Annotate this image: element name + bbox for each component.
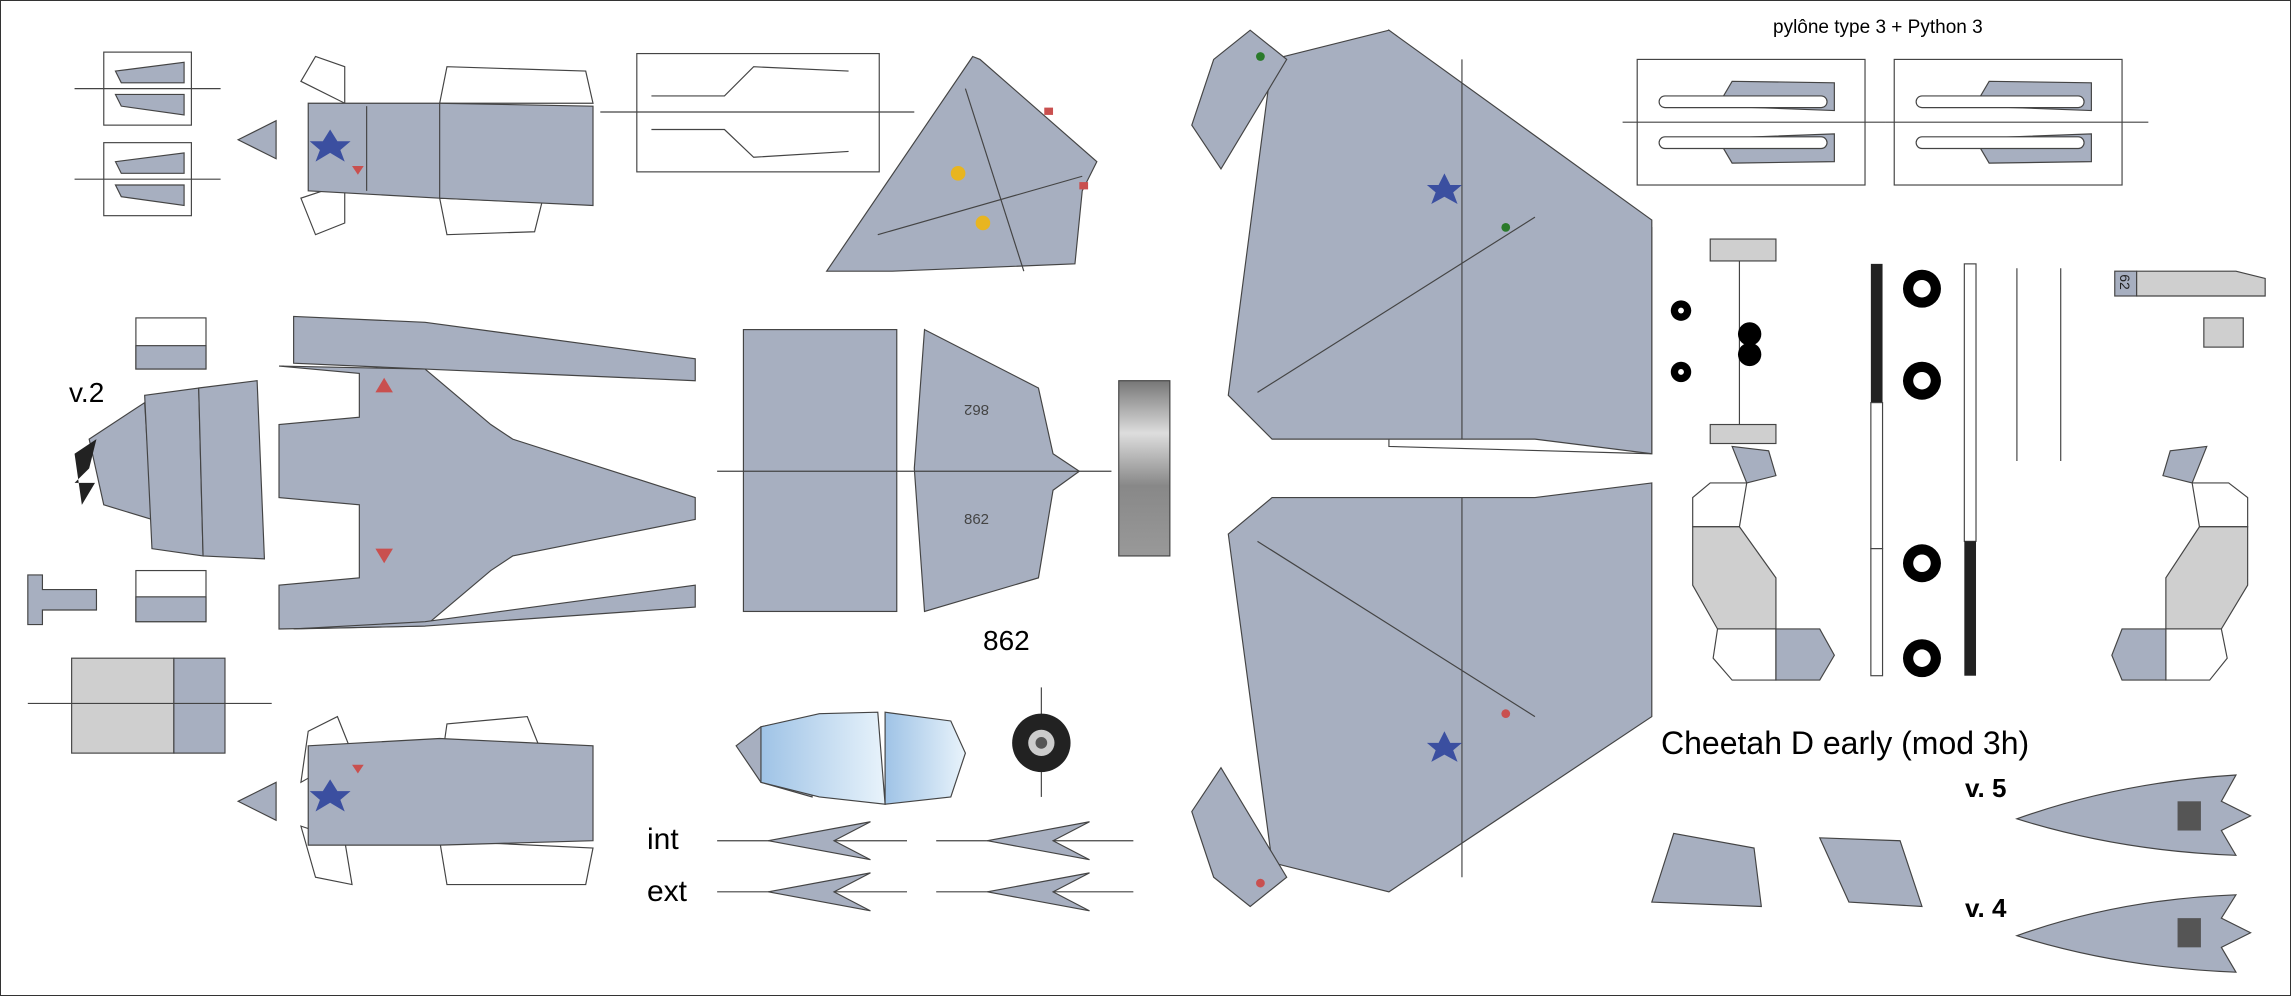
pylon-title: pylône type 3 + Python 3: [1773, 17, 1983, 38]
main-wings: [1227, 28, 1653, 893]
fuselage-side-top: [300, 55, 594, 236]
canopy-part: [735, 711, 967, 805]
exhaust-strip: [1118, 380, 1171, 557]
serial-main: 862: [983, 625, 1030, 656]
nose-parts-v2: [27, 317, 272, 754]
version-5-label: v. 5: [1965, 773, 2007, 803]
drop-tanks: [2015, 774, 2252, 973]
serial-flipped: 862: [964, 401, 990, 418]
intake-ext-label: ext: [647, 875, 688, 908]
intake-shrouds: [1692, 445, 2249, 681]
version-2-label: v.2: [69, 377, 105, 408]
missile-parts: [1622, 58, 2149, 186]
fuselage-side-bottom: [236, 715, 594, 886]
small-parts-top-left: [74, 51, 277, 217]
pitot-part: [600, 52, 915, 173]
fuselage-underside: [278, 315, 696, 630]
version-4-label: v. 4: [1965, 893, 2007, 923]
intake-lips: [717, 821, 1134, 912]
tail-code: 62: [2116, 274, 2133, 290]
intake-int-label: int: [647, 823, 679, 856]
engine-fan: [1012, 687, 1071, 797]
small-fin-pieces: [1651, 832, 1923, 908]
underside-panels: [717, 328, 1112, 613]
serial-panel: 862: [964, 511, 990, 528]
landing-gear-parts: [1670, 238, 2062, 678]
tail-part: [2114, 270, 2266, 348]
roundel-star-icon: [309, 129, 351, 162]
flap-pieces: [1191, 29, 1288, 908]
wing-top-left: [825, 55, 1098, 272]
model-title: Cheetah D early (mod 3h): [1661, 725, 2030, 761]
